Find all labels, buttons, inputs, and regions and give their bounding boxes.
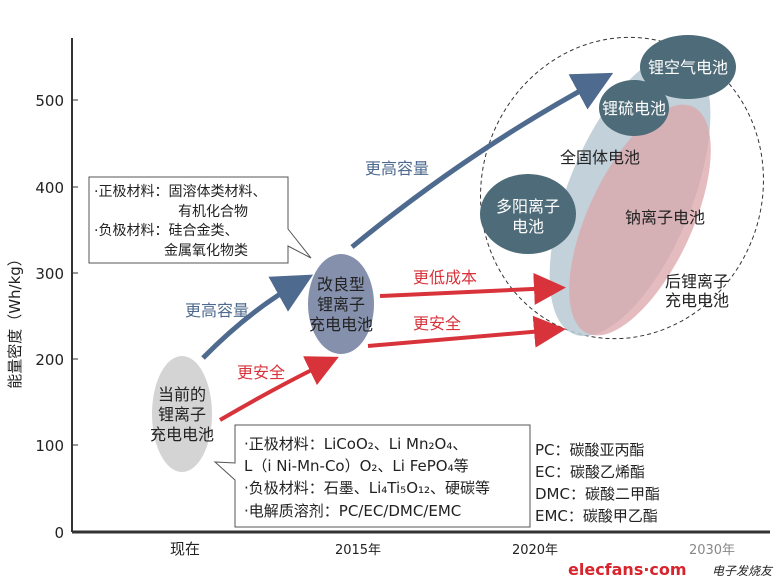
y-tick-label: 300: [35, 265, 64, 283]
safety-arrow-1: [218, 356, 339, 422]
callout-text: ·电解质溶剂：PC/EC/DMC/EMC: [244, 502, 461, 520]
post-li-label: 充电电池: [665, 291, 729, 310]
current-label: 充电电池: [150, 425, 214, 444]
legend-item: DMC：碳酸二甲酯: [535, 485, 660, 503]
safety-arrow-2: [367, 315, 566, 348]
watermark-logo-cn: 电子发烧友: [712, 564, 774, 577]
improved-label: 改良型: [317, 275, 365, 294]
capacity-label-2: 更高容量: [365, 159, 429, 178]
safety-label-1: 更安全: [237, 363, 285, 382]
legend-item: PC：碳酸亚丙酯: [535, 441, 645, 459]
callout-text: 金属氧化物类: [164, 243, 248, 259]
y-tick-label: 500: [35, 92, 64, 110]
callout-text: 有机化合物: [178, 204, 248, 220]
x-tick-label: 现在: [170, 540, 200, 558]
li-s-label: 锂硫电池: [602, 99, 666, 118]
callout-text: ·正极材料：LiCoO₂、Li Mn₂O₄、: [244, 435, 467, 453]
cost-label: 更低成本: [413, 268, 477, 287]
current-label: 当前的: [158, 385, 206, 404]
y-tick-label: 200: [35, 351, 64, 369]
y-ticks: 0 100 200 300 400 500: [35, 92, 78, 542]
legend-item: EMC：碳酸甲乙酯: [535, 507, 658, 525]
y-tick-label: 100: [35, 437, 64, 455]
post-li-region: [569, 104, 711, 336]
improved-materials-callout: ·正极材料：固溶体类材料、 有机化合物 ·负极材料：硅合金类、 金属氧化物类: [88, 176, 312, 264]
sodium-ion-label: 钠离子电池: [625, 208, 705, 227]
current-materials-callout: ·正极材料：LiCoO₂、Li Mn₂O₄、 L（i Ni-Mn-Co）O₂、L…: [213, 424, 531, 528]
post-li-label: 后锂离子: [665, 272, 729, 291]
callout-text: ·负极材料：石墨、Li₄Ti₅O₁₂、硬碳等: [244, 479, 490, 497]
improved-li-node: [308, 254, 374, 354]
solid-state-label: 全固体电池: [560, 148, 640, 167]
li-air-label: 锂空气电池: [648, 58, 728, 77]
x-tick-label: 2015年: [335, 543, 381, 558]
li-air-node: [640, 35, 736, 99]
x-tick-label: 2020年: [512, 543, 558, 558]
callout-text: L（i Ni-Mn-Co）O₂、Li FePO₄等: [244, 457, 469, 475]
callout-text: ·负极材料：硅合金类、: [94, 223, 238, 239]
multivalent-node: [480, 174, 576, 254]
capacity-arrow-1: [201, 274, 314, 360]
solvent-legend: PC：碳酸亚丙酯 EC：碳酸乙烯酯 DMC：碳酸二甲酯 EMC：碳酸甲乙酯: [535, 441, 660, 525]
y-tick-label: 400: [35, 179, 64, 197]
improved-label: 充电电池: [309, 315, 373, 334]
capacity-arrow-2: [350, 72, 614, 249]
x-tick-label: 2030年: [689, 543, 735, 558]
cost-arrow: [379, 272, 566, 305]
y-tick-label: 0: [54, 524, 64, 542]
current-label: 锂离子: [158, 405, 206, 424]
callout-text: ·正极材料：固溶体类材料、: [94, 184, 266, 200]
current-li-node: [152, 356, 212, 472]
li-s-node: [599, 80, 669, 136]
safety-label-2: 更安全: [413, 314, 461, 333]
legend-item: EC：碳酸乙烯酯: [535, 463, 645, 481]
multivalent-label: 电池: [512, 217, 544, 236]
improved-label: 锂离子: [317, 295, 365, 314]
multivalent-label: 多阳离子: [496, 197, 560, 216]
y-axis-label: 能量密度（Wh/kg）: [6, 251, 24, 389]
capacity-label-1: 更高容量: [185, 301, 249, 320]
watermark-logo: elecfans·com: [568, 560, 687, 577]
